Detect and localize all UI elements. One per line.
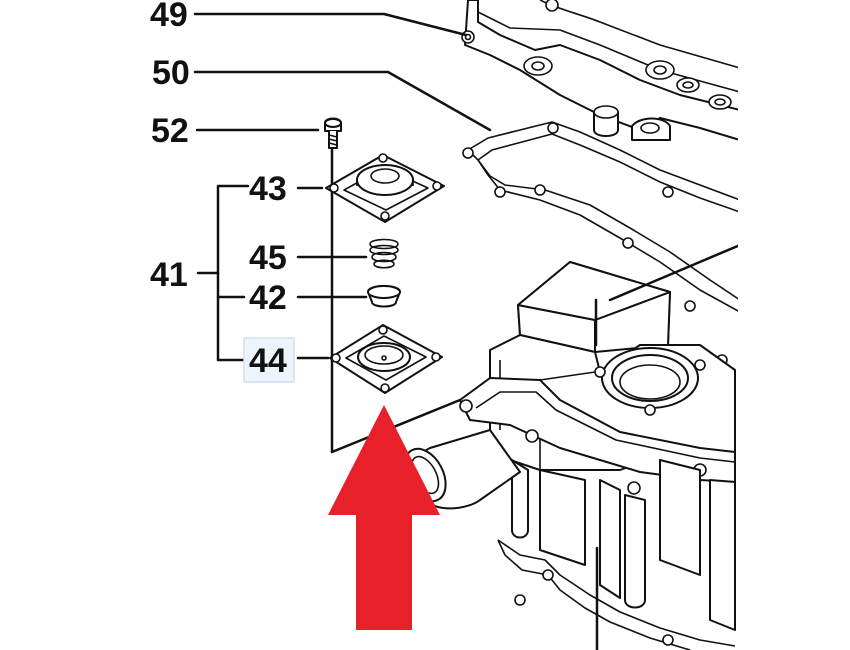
engine-body [403,0,738,650]
screw-52 [324,117,342,149]
manifold-block [403,244,738,650]
callout-45: 45 [249,239,287,277]
leader-lines [193,12,492,454]
gasket [462,121,738,366]
up-arrow-icon [328,405,440,630]
callout-43: 43 [249,170,287,208]
callout-44: 44 [249,342,287,380]
callout-42: 42 [249,279,287,317]
spring-45 [369,238,399,269]
callout-49: 49 [150,0,188,34]
highlight-box [243,337,295,383]
cover-43 [325,153,445,223]
seat-42 [367,285,401,308]
callout-41: 41 [150,256,188,294]
callout-50: 50 [152,54,190,92]
head-cover [461,0,738,141]
diaphragm-44 [329,324,443,394]
callout-52: 52 [151,112,189,150]
